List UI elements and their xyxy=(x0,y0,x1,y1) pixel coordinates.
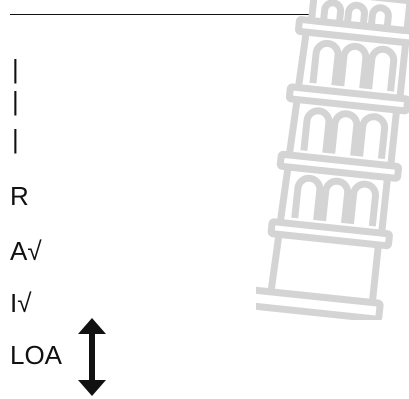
vertical-bar-3: | xyxy=(12,124,19,154)
item-a-label: A√ xyxy=(10,236,42,266)
item-i-label: I√ xyxy=(10,288,32,318)
item-r-label: R xyxy=(10,181,29,211)
top-rule-line xyxy=(10,14,314,15)
leaning-tower-icon xyxy=(256,0,409,320)
vertical-bar-1: | xyxy=(12,54,19,84)
item-loa-label: LOA xyxy=(10,340,63,370)
vertical-bar-2: | xyxy=(12,86,19,116)
double-arrow-vertical-icon xyxy=(78,318,106,396)
